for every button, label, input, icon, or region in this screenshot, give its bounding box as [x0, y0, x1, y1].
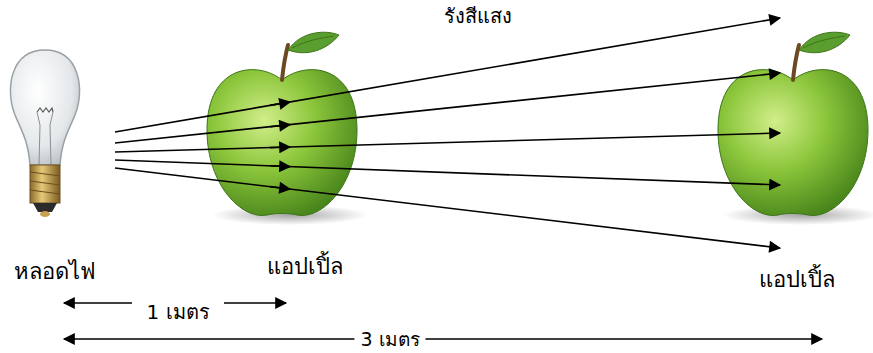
distance-label: 1 เมตร	[140, 300, 215, 324]
bulb-label: หลอดไฟ	[14, 259, 96, 285]
apple-label: แอปเปิ้ล	[759, 267, 835, 293]
ray-label: รังสีแสง	[444, 4, 512, 28]
light-bulb	[10, 50, 79, 217]
apple-label: แอปเปิ้ล	[267, 254, 343, 280]
apple-far	[718, 32, 873, 225]
light-rays	[115, 18, 780, 248]
distance-label: 3 เมตร	[354, 328, 425, 351]
